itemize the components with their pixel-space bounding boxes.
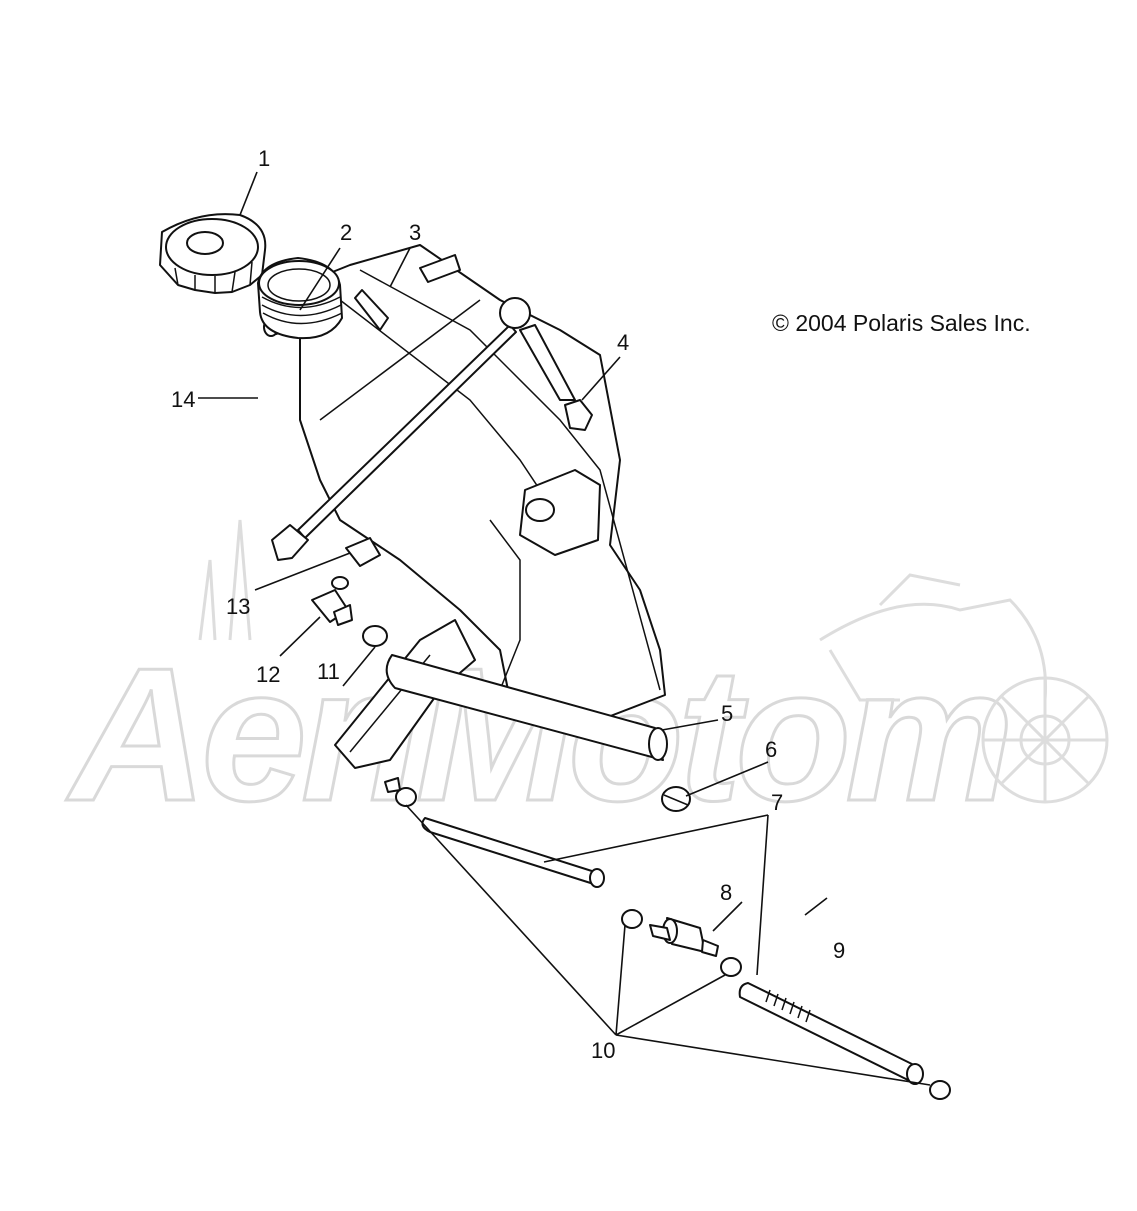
callout-6: 6	[765, 737, 777, 762]
copyright-notice: © 2004 Polaris Sales Inc.	[772, 310, 1031, 336]
tank-fitting	[345, 537, 381, 567]
hose-clamps-10	[384, 777, 951, 1100]
callout-8: 8	[720, 880, 732, 905]
callout-2: 2	[340, 220, 352, 245]
callout-14: 14	[171, 387, 195, 412]
callout-11: 11	[317, 659, 340, 684]
callout-4: 4	[617, 330, 629, 355]
hose-clamp-6	[661, 786, 691, 812]
elbow-fitting	[311, 576, 353, 626]
callout-10: 10	[591, 1038, 615, 1063]
callout-3: 3	[409, 220, 421, 245]
watermark-tower-icon	[198, 519, 252, 641]
callout-7: 7	[771, 790, 783, 815]
fuel-hose-with-spring	[738, 982, 924, 1085]
leader-lines	[198, 171, 931, 1086]
callout-numbers: 1 2 3 4 5 6 7 8 9 10 11 12 13 14	[171, 146, 845, 1063]
callout-1: 1	[258, 146, 270, 171]
callout-5: 5	[721, 701, 733, 726]
watermark-motorcycle-icon	[819, 573, 1109, 804]
fuel-sender-wire	[271, 297, 593, 561]
callout-13: 13	[226, 594, 250, 619]
fuel-cap	[159, 213, 267, 294]
inline-fuel-filter	[649, 917, 719, 957]
callout-12: 12	[256, 662, 280, 687]
fuel-hose-upper	[421, 817, 605, 888]
fuel-tank	[257, 244, 668, 769]
callout-9: 9	[833, 938, 845, 963]
hose-clamp-11	[362, 625, 388, 647]
